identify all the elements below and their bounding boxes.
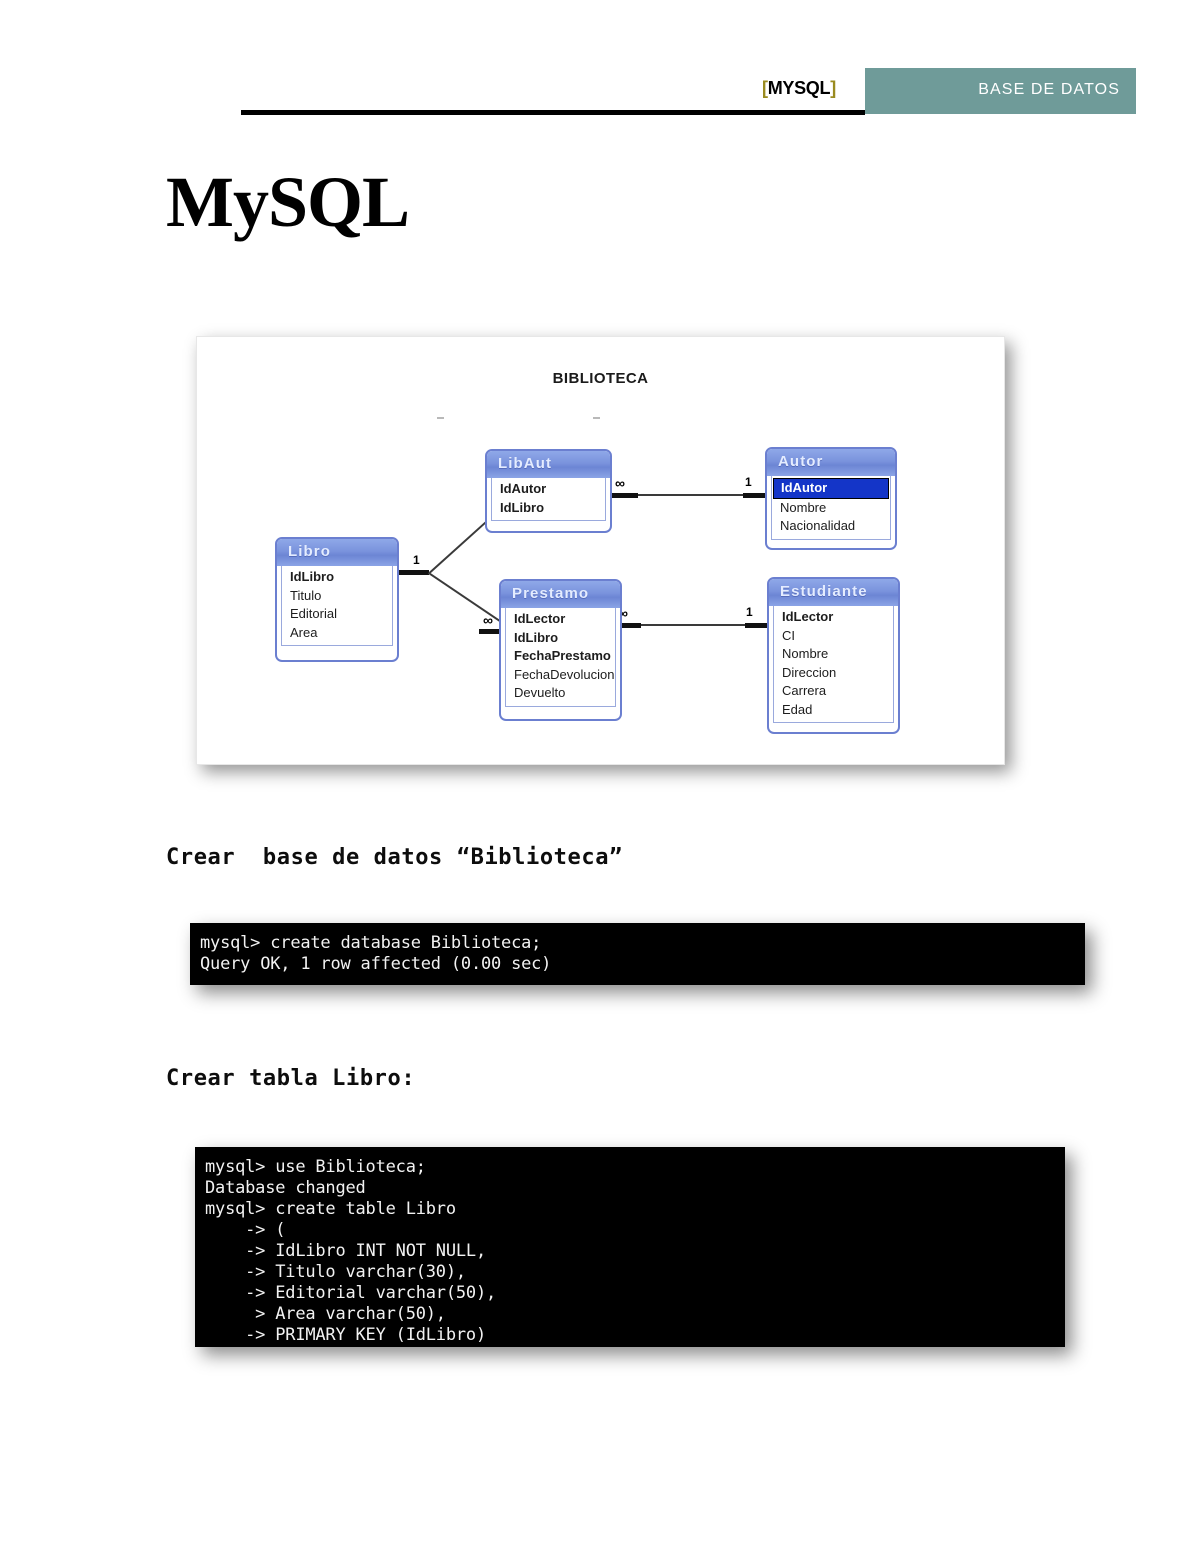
terminal-line: -> Editorial varchar(50), [205, 1283, 497, 1303]
er-table-estudiante-fields: IdLector CI Nombre Direccion Carrera Eda… [773, 606, 894, 723]
document-tag-label: MYSQL [767, 78, 831, 98]
terminal-line: -> ); [205, 1346, 1065, 1347]
connector-libro-prestamo [427, 572, 506, 626]
er-field: Devuelto [514, 685, 566, 700]
er-field: Nombre [780, 499, 827, 515]
terminal-line: > Area varchar(50), [205, 1304, 446, 1324]
er-table-libro[interactable]: Libro IdLibro Titulo Editorial Area [275, 537, 399, 662]
terminal-line: mysql> create table Libro [205, 1199, 456, 1219]
er-field: FechaPrestamo [514, 648, 611, 663]
cardinality-autor: 1 [745, 475, 752, 489]
tick-mark-right [593, 417, 600, 419]
er-field: IdLector [514, 611, 566, 626]
terminal-block-create-table: mysql> use Biblioteca; Database changed … [195, 1147, 1065, 1347]
er-field: FechaDevolucion [514, 666, 615, 682]
er-table-autor-fields: IdAutor Nombre Nacionalidad [771, 476, 891, 540]
page-header: [MYSQL] BASE DE DATOS [0, 0, 1200, 130]
er-table-libro-fields: IdLibro Titulo Editorial Area [281, 566, 393, 646]
er-field: Area [290, 624, 318, 640]
er-table-libaut-title: LibAut [487, 451, 610, 478]
connector-stub-estudiante [745, 623, 767, 628]
terminal-line: mysql> create database Biblioteca; [200, 933, 542, 953]
document-tag: [MYSQL] [762, 78, 836, 99]
terminal-line: -> Titulo varchar(30), [205, 1262, 466, 1282]
cardinality-libaut-right: ∞ [615, 475, 625, 491]
er-field: Nombre [782, 646, 829, 661]
connector-stub-prestamo-left [479, 629, 501, 634]
cardinality-prestamo-right: ∞ [618, 605, 628, 621]
er-field: Carrera [782, 683, 827, 698]
bracket-open: [ [762, 78, 768, 98]
er-field: Editorial [290, 606, 337, 621]
er-field: Nacionalidad [780, 518, 856, 533]
er-table-prestamo-title: Prestamo [501, 581, 620, 608]
er-field: CI [782, 627, 795, 643]
cardinality-estudiante: 1 [746, 605, 753, 619]
terminal-line: -> PRIMARY KEY (IdLibro) [205, 1325, 486, 1345]
er-table-autor[interactable]: Autor IdAutor Nombre Nacionalidad [765, 447, 897, 550]
er-diagram-figure: BIBLIOTECA 1 ∞ ∞ ∞ 1 ∞ 1 Libro IdLibro T… [196, 336, 1005, 765]
er-field-selected[interactable]: IdAutor [773, 478, 889, 499]
section-heading-crear-tabla-libro: Crear tabla Libro: [166, 1066, 416, 1091]
er-field: IdAutor [500, 481, 547, 496]
connector-stub-libro [397, 570, 429, 575]
er-field: IdLibro [500, 499, 545, 515]
connector-prestamo-estudiante [641, 624, 745, 626]
er-field: IdLibro [514, 629, 559, 645]
terminal-line: mysql> use Biblioteca; [205, 1157, 426, 1177]
er-table-estudiante[interactable]: Estudiante IdLector CI Nombre Direccion … [767, 577, 900, 734]
header-banner-label: BASE DE DATOS [978, 81, 1120, 98]
er-table-autor-title: Autor [767, 449, 895, 476]
er-table-libaut-fields: IdAutor IdLibro [491, 478, 606, 521]
terminal-line: Database changed [205, 1178, 366, 1198]
terminal-line: Query OK, 1 row affected (0.00 sec) [200, 954, 552, 974]
er-table-libaut[interactable]: LibAut IdAutor IdLibro [485, 449, 612, 533]
er-field: IdLibro [290, 569, 335, 584]
terminal-line: -> ( [205, 1220, 286, 1240]
er-table-libro-title: Libro [277, 539, 397, 566]
er-table-prestamo-fields: IdLector IdLibro FechaPrestamo FechaDevo… [505, 608, 616, 707]
cardinality-prestamo-left: ∞ [483, 612, 493, 628]
connector-stub-prestamo-right [615, 623, 641, 628]
er-table-prestamo[interactable]: Prestamo IdLector IdLibro FechaPrestamo … [499, 579, 622, 721]
connector-stub-autor [743, 493, 765, 498]
er-table-estudiante-title: Estudiante [769, 579, 898, 606]
connector-libaut-autor [638, 494, 743, 496]
diagram-title: BIBLIOTECA [552, 370, 649, 387]
terminal-block-create-database: mysql> create database Biblioteca; Query… [190, 923, 1085, 985]
er-field: Edad [782, 701, 813, 717]
tick-mark-left [437, 417, 444, 419]
bracket-close: ] [830, 78, 836, 98]
er-field: IdLector [782, 609, 834, 624]
terminal-line: -> IdLibro INT NOT NULL, [205, 1241, 486, 1261]
er-field: Titulo [290, 587, 322, 603]
page-title: MySQL [166, 162, 410, 242]
cardinality-libro-branch: 1 [413, 553, 420, 567]
section-heading-crear-base-datos: Crear base de datos “Biblioteca” [166, 845, 623, 870]
connector-stub-libaut-right [612, 493, 638, 498]
header-banner: BASE DE DATOS [865, 68, 1136, 114]
header-rule [241, 110, 865, 115]
er-field: Direccion [782, 664, 837, 680]
